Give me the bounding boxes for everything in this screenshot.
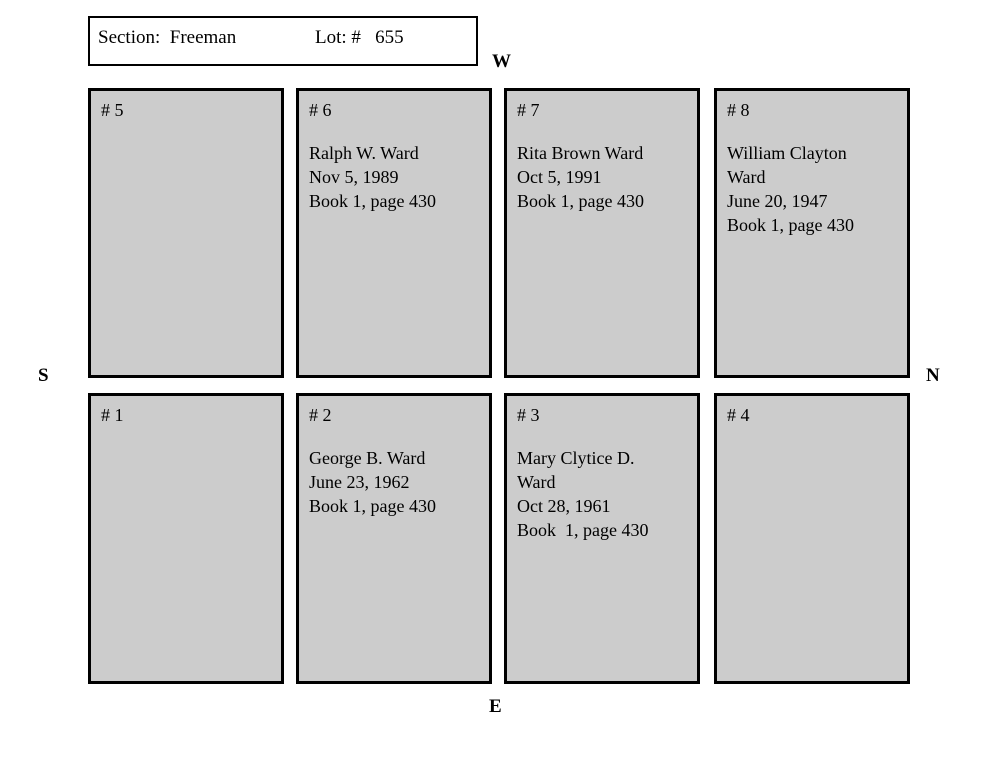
plot-detail-line: Ward — [517, 472, 556, 492]
plot-detail-line: Ralph W. Ward — [309, 143, 419, 163]
plot-number: # 5 — [101, 100, 124, 120]
section-label: Section: Freeman — [98, 27, 237, 48]
plot-number: # 4 — [727, 405, 750, 425]
plot-detail-line: Book 1, page 430 — [309, 496, 436, 516]
compass-east-label: E — [489, 696, 502, 717]
lot-header-box: Section: Freeman Lot: # 655 — [88, 16, 478, 66]
plot-detail-line: Nov 5, 1989 — [309, 167, 399, 187]
compass-south-label: S — [38, 365, 49, 386]
plot-number: # 6 — [309, 100, 332, 120]
plot-detail-line: Book 1, page 430 — [517, 191, 644, 211]
plot-number: # 3 — [517, 405, 540, 425]
plot-detail-line: June 20, 1947 — [727, 191, 828, 211]
plot-cell[interactable]: # 1 — [88, 393, 284, 684]
plot-detail-line: Book 1, page 430 — [309, 191, 436, 211]
plot-number: # 8 — [727, 100, 750, 120]
lot-number-label: Lot: # 655 — [315, 27, 404, 48]
plot-number: # 1 — [101, 405, 124, 425]
plot-detail-line: Book 1, page 430 — [727, 215, 854, 235]
plot-detail-line: William Clayton — [727, 143, 847, 163]
plot-cell[interactable]: # 5 — [88, 88, 284, 378]
plot-detail-line: Oct 28, 1961 — [517, 496, 611, 516]
plot-detail-line: Ward — [727, 167, 766, 187]
plot-detail-line: George B. Ward — [309, 448, 426, 468]
lot-header-line: Section: Freeman Lot: # 655 — [90, 26, 476, 50]
plot-detail-line: Mary Clytice D. — [517, 448, 635, 468]
compass-west-label: W — [492, 51, 511, 72]
plot-detail-line: Book 1, page 430 — [517, 520, 649, 540]
plot-number: # 2 — [309, 405, 332, 425]
plot-cell[interactable]: # 4 — [714, 393, 910, 684]
plot-detail-line: Oct 5, 1991 — [517, 167, 602, 187]
plot-detail-line: June 23, 1962 — [309, 472, 410, 492]
compass-north-label: N — [926, 365, 940, 386]
plot-number: # 7 — [517, 100, 540, 120]
plot-detail-line: Rita Brown Ward — [517, 143, 644, 163]
